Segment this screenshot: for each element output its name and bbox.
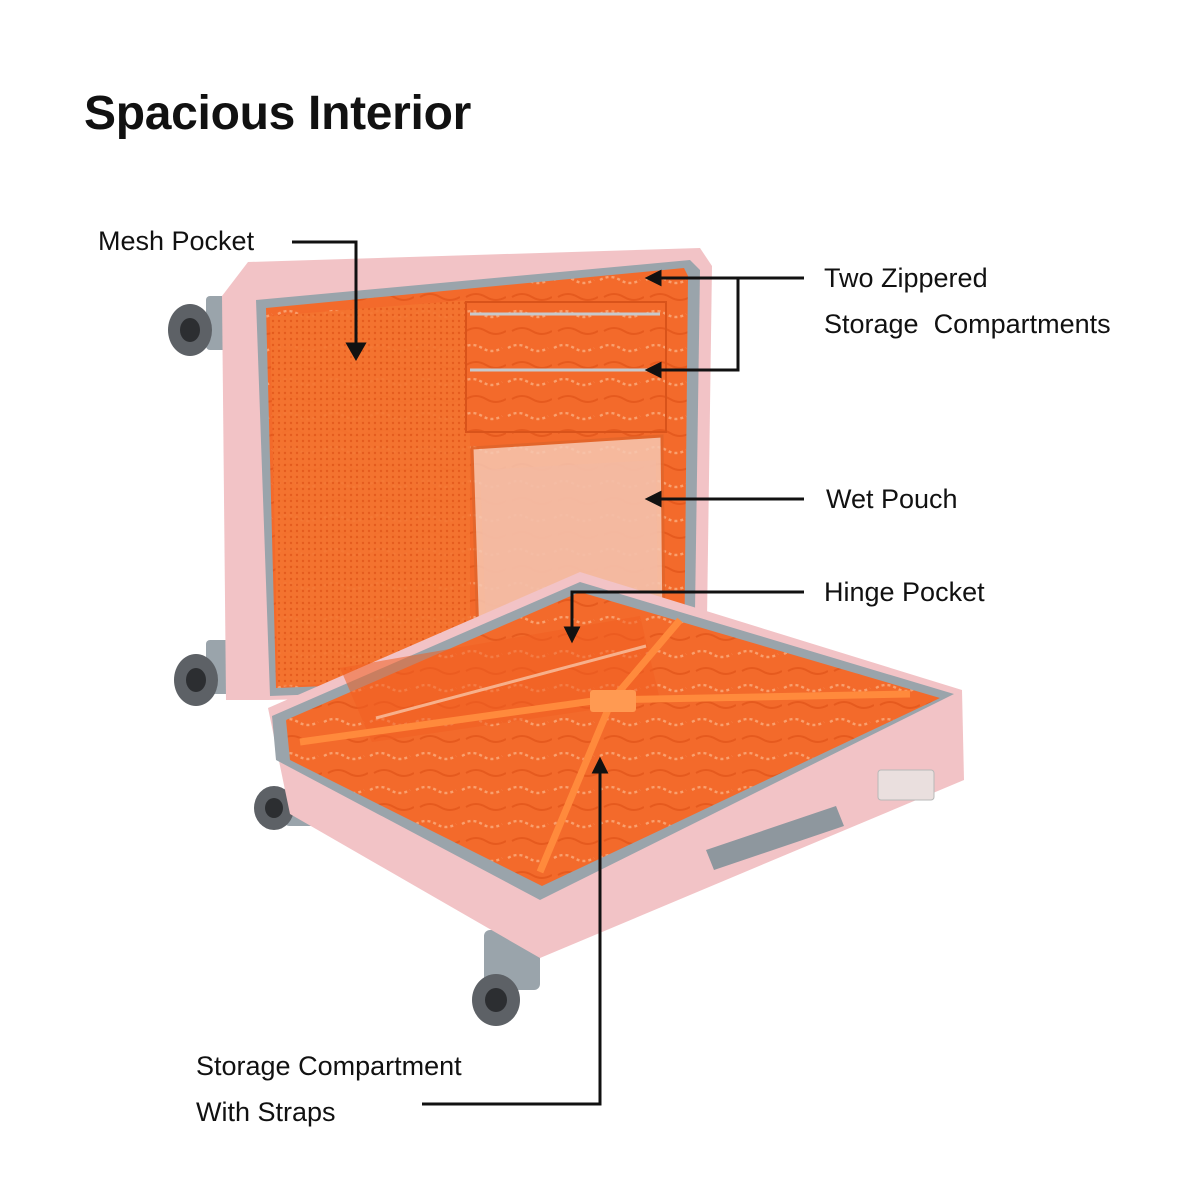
lid-bottom-wheel [174,640,234,706]
callout-wet-pouch-text: Wet Pouch [826,484,958,514]
storage-straps-line [422,756,609,1106]
callout-hinge-pocket-text: Hinge Pocket [824,577,985,607]
callout-lines [292,240,804,1106]
callout-storage-straps-line1: Storage Compartment [196,1051,462,1081]
mesh-pocket-line [292,240,367,362]
hinge-pocket-line [563,590,804,644]
callout-wet-pouch: Wet Pouch [826,476,958,522]
callout-storage-straps: Storage Compartment With Straps [196,1043,462,1135]
page-title: Spacious Interior [84,87,471,140]
two-zippered-line [644,269,804,379]
suitcase-base [268,572,964,958]
callout-two-zippered-line2: Storage Compartments [824,309,1111,339]
callout-hinge-pocket: Hinge Pocket [824,569,985,615]
callout-two-zippered-line1: Two Zippered [824,263,988,293]
callout-mesh-pocket-text: Mesh Pocket [98,226,255,256]
callout-two-zippered: Two Zippered Storage Compartments [824,255,1111,347]
wet-pouch-line [644,490,804,508]
callout-mesh-pocket: Mesh Pocket [98,218,254,264]
callout-storage-straps-line2: With Straps [196,1097,336,1127]
